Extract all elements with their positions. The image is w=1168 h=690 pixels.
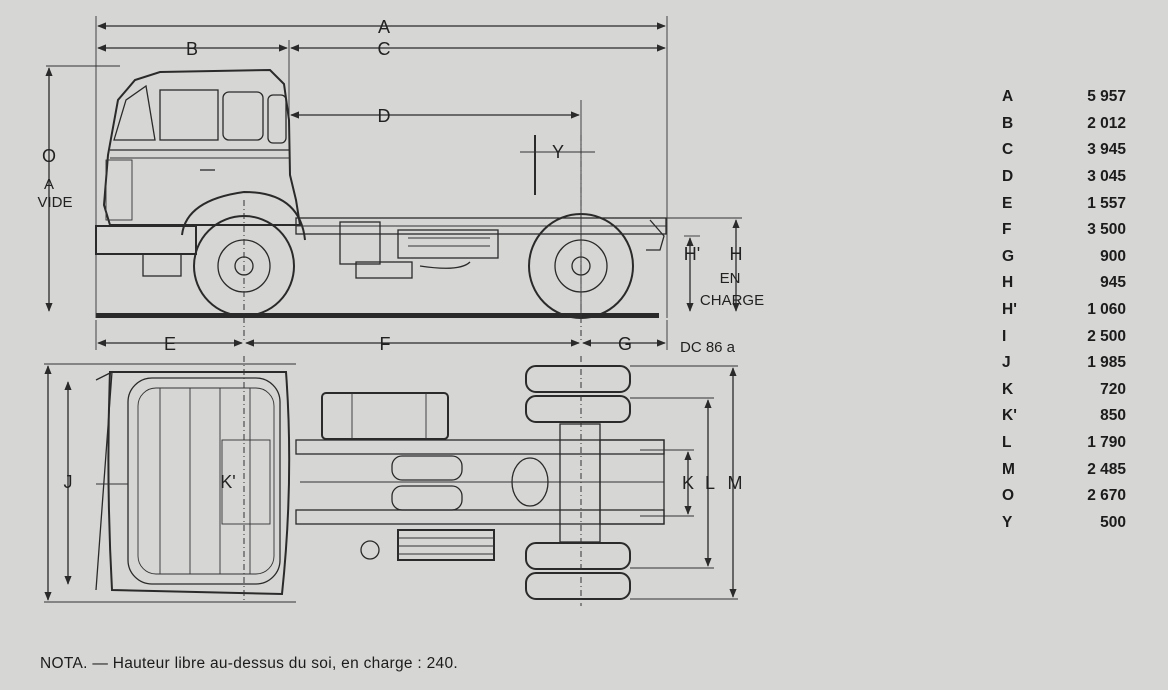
side-view bbox=[45, 16, 742, 350]
label-K: K bbox=[682, 473, 694, 493]
dimension-value: 1 985 bbox=[1087, 354, 1126, 372]
cab-outline bbox=[102, 68, 302, 226]
dimension-value: 2 485 bbox=[1087, 460, 1126, 478]
ground-line bbox=[96, 313, 659, 318]
dimension-row: F 3 500 bbox=[996, 217, 1126, 244]
label-C: C bbox=[378, 39, 391, 59]
dimension-value: 850 bbox=[1100, 407, 1126, 425]
label-en-charge-1: EN bbox=[720, 270, 741, 287]
dimension-row: Y 500 bbox=[996, 510, 1126, 537]
dimension-value: 945 bbox=[1100, 274, 1126, 292]
rear-wheel-top-3 bbox=[525, 542, 631, 570]
dimension-row: E 1 557 bbox=[996, 190, 1126, 217]
label-D: D bbox=[378, 106, 391, 126]
dimension-key: C bbox=[1002, 141, 1014, 159]
spring-pack bbox=[397, 229, 499, 259]
dimension-value: 2 012 bbox=[1087, 114, 1126, 132]
dimension-key: O bbox=[1002, 487, 1015, 505]
label-O: O bbox=[42, 146, 56, 166]
cab-top bbox=[107, 371, 291, 596]
dimension-value: 5 957 bbox=[1087, 88, 1126, 106]
dimension-value: 3 500 bbox=[1087, 221, 1126, 239]
note-text: NOTA. — Hauteur libre au-dessus du soi, … bbox=[40, 655, 458, 672]
dimension-key: Y bbox=[1002, 513, 1013, 531]
dimension-key: J bbox=[1002, 354, 1011, 372]
dimension-key: I bbox=[1002, 327, 1007, 345]
dimension-key: D bbox=[1002, 168, 1014, 186]
dimension-value: 900 bbox=[1100, 247, 1126, 265]
label-E: E bbox=[164, 334, 176, 354]
dimension-row: D 3 045 bbox=[996, 164, 1126, 191]
label-B: B bbox=[186, 39, 198, 59]
dimension-value: 500 bbox=[1100, 513, 1126, 531]
dimension-key: K' bbox=[1002, 407, 1017, 425]
dimension-key: F bbox=[1002, 221, 1012, 239]
dimension-row: J 1 985 bbox=[996, 350, 1126, 377]
rear-wheel-top-2 bbox=[525, 395, 631, 423]
drawing-reference: DC 86 a bbox=[680, 339, 736, 356]
dimension-value: 2 500 bbox=[1087, 327, 1126, 345]
label-A: A bbox=[378, 17, 390, 37]
dimension-row: L 1 790 bbox=[996, 430, 1126, 457]
dimension-row: H 945 bbox=[996, 270, 1126, 297]
label-a-vide-1: A bbox=[44, 176, 54, 193]
label-J: J bbox=[64, 472, 73, 492]
dimension-value: 1 060 bbox=[1087, 301, 1126, 319]
dimension-key: B bbox=[1002, 114, 1014, 132]
label-G: G bbox=[618, 334, 632, 354]
dimension-key: K bbox=[1002, 380, 1014, 398]
dimension-value: 3 945 bbox=[1087, 141, 1126, 159]
label-M: M bbox=[728, 473, 743, 493]
label-Y: Y bbox=[552, 142, 564, 162]
dimension-row: K' 850 bbox=[996, 403, 1126, 430]
label-H: H bbox=[730, 244, 743, 264]
dimension-value: 720 bbox=[1100, 380, 1126, 398]
dimension-key: M bbox=[1002, 460, 1015, 478]
label-K-prime: K' bbox=[220, 472, 235, 492]
dimension-row: G 900 bbox=[996, 244, 1126, 271]
dimension-row: O 2 670 bbox=[996, 483, 1126, 510]
dimension-key: A bbox=[1002, 88, 1014, 106]
dimension-value: 3 045 bbox=[1087, 168, 1126, 186]
fuel-tank bbox=[339, 221, 381, 265]
dimension-value: 1 790 bbox=[1087, 434, 1126, 452]
dimension-key: G bbox=[1002, 247, 1015, 265]
label-F: F bbox=[380, 334, 391, 354]
label-H-prime: H' bbox=[684, 244, 700, 264]
dimension-row: K 720 bbox=[996, 377, 1126, 404]
battery-box bbox=[397, 529, 495, 561]
dimension-row: I 2 500 bbox=[996, 323, 1126, 350]
dimension-row: A 5 957 bbox=[996, 84, 1126, 111]
dimension-row: H' 1 060 bbox=[996, 297, 1126, 324]
dimension-key: H' bbox=[1002, 301, 1017, 319]
rear-wheel-top-4 bbox=[525, 572, 631, 600]
dimension-key: L bbox=[1002, 434, 1012, 452]
rear-wheel-top-1 bbox=[525, 365, 631, 393]
dimension-row: C 3 945 bbox=[996, 137, 1126, 164]
dimension-value: 2 670 bbox=[1087, 487, 1126, 505]
label-L: L bbox=[705, 473, 715, 493]
dimension-key: H bbox=[1002, 274, 1014, 292]
label-en-charge-2: CHARGE bbox=[700, 292, 764, 309]
dimension-row: B 2 012 bbox=[996, 111, 1126, 138]
fuel-tank-top bbox=[321, 392, 449, 440]
dimension-row: M 2 485 bbox=[996, 456, 1126, 483]
dimension-value: 1 557 bbox=[1087, 194, 1126, 212]
top-view bbox=[44, 356, 738, 606]
dimension-key: E bbox=[1002, 194, 1013, 212]
label-a-vide-2: VIDE bbox=[37, 194, 72, 211]
